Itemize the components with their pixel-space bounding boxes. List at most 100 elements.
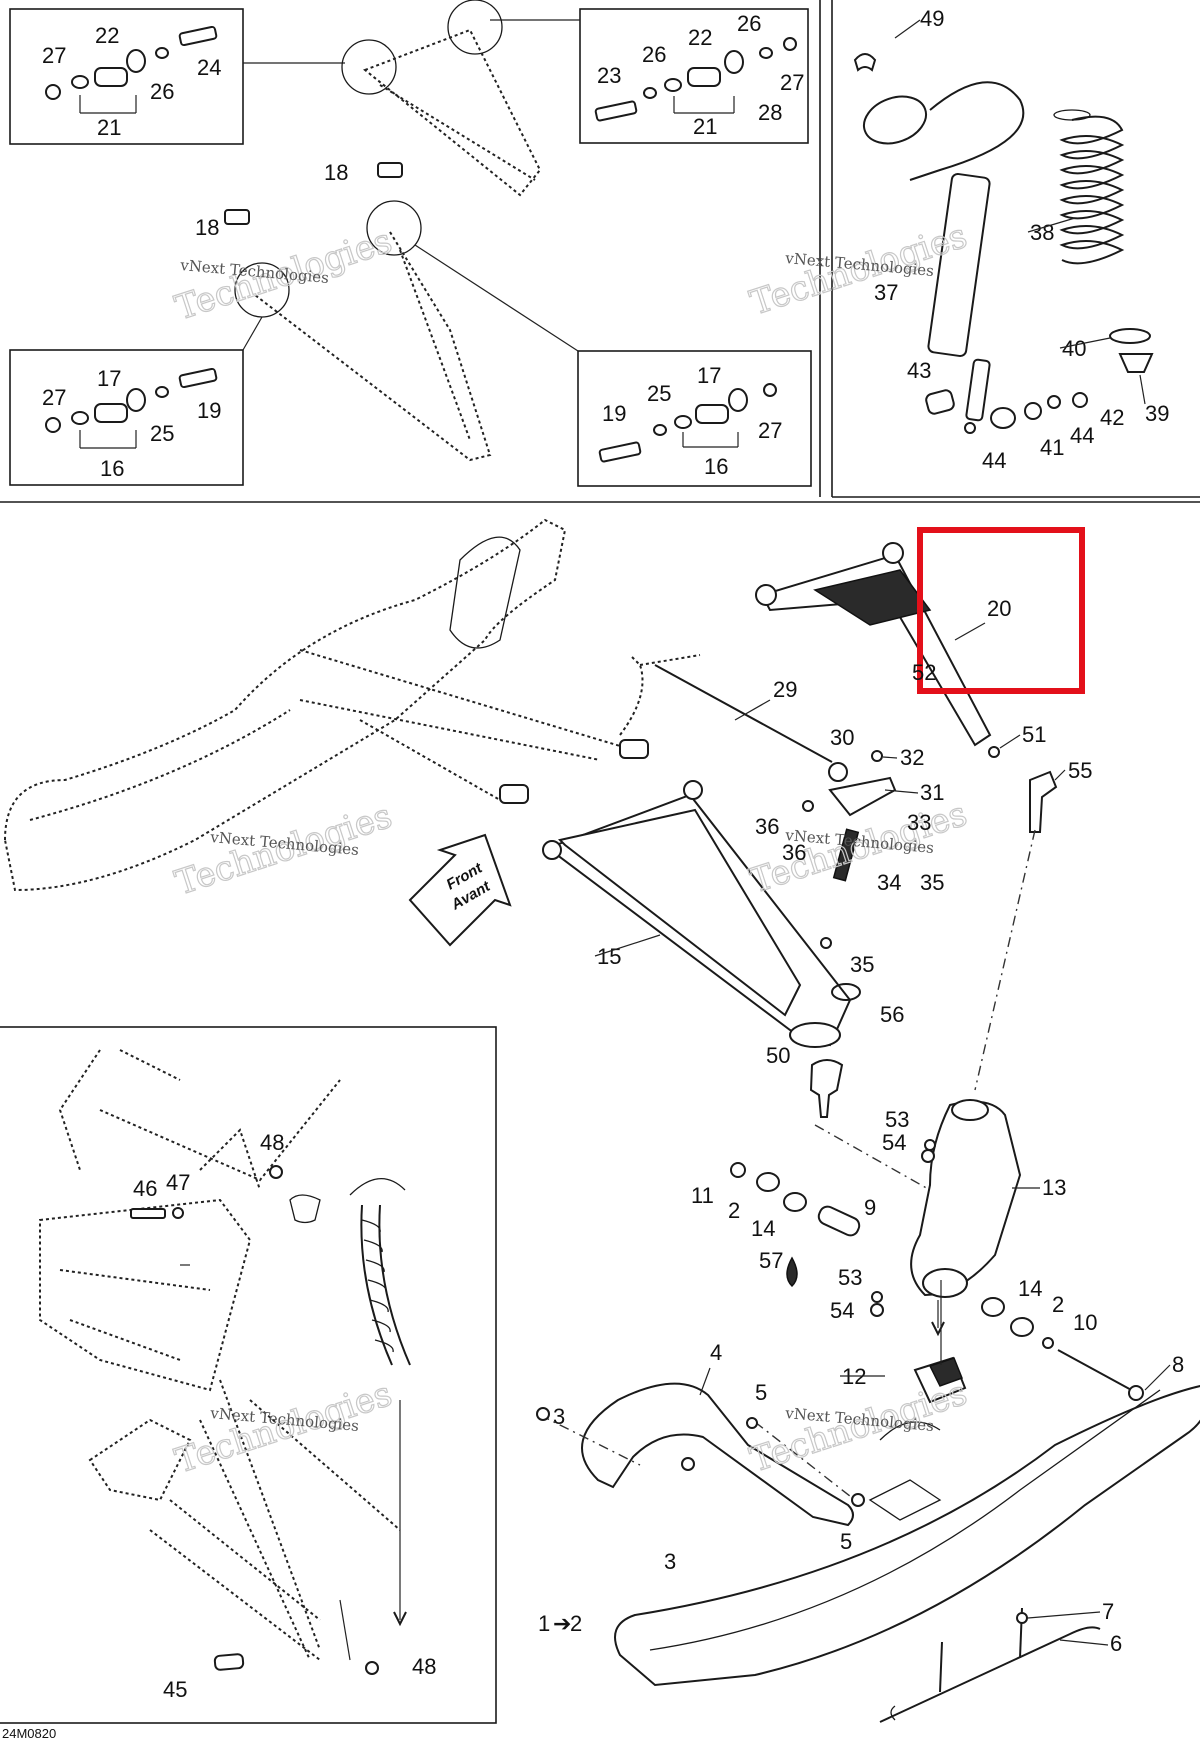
part-label-40: 40: [1062, 336, 1086, 361]
part-label-48: 48: [260, 1130, 284, 1155]
part-label-48b: 48: [412, 1654, 436, 1679]
detail-box-upper-right: [579, 8, 809, 144]
part-label-14b: 14: [1018, 1276, 1042, 1301]
part-label-52: 52: [912, 660, 936, 685]
part-label-39: 39: [1145, 401, 1169, 426]
part-label-21: 21: [97, 115, 121, 140]
part-label-3b: 3: [664, 1549, 676, 1574]
part-label-24: 24: [197, 55, 221, 80]
part-label-1: 1: [538, 1611, 550, 1636]
detail-box-upper-left: [9, 8, 244, 145]
part-label-25: 25: [150, 421, 174, 446]
shock-absorber-exploded: [853, 53, 1154, 434]
part-label-18b: 18: [195, 215, 219, 240]
part-label-53b: 53: [838, 1265, 862, 1290]
part-label-32: 32: [900, 745, 924, 770]
part-label-2b: 2: [1052, 1292, 1064, 1317]
part-label-16: 16: [100, 456, 124, 481]
part-label-28: 28: [758, 100, 782, 125]
part-label-4: 4: [710, 1340, 722, 1365]
spindle-hardware: [730, 1139, 1144, 1401]
part-label-26c: 26: [642, 42, 666, 67]
part-label-5: 5: [755, 1380, 767, 1405]
figure-code: 24M0820: [2, 1726, 56, 1741]
part-label-23: 23: [597, 63, 621, 88]
part-label-53: 53: [885, 1107, 909, 1132]
part-label-43: 43: [907, 358, 931, 383]
part-label-37: 37: [874, 280, 898, 305]
part-label-42: 42: [1100, 405, 1124, 430]
part-label-56: 56: [880, 1002, 904, 1027]
part-label-26b: 26: [737, 11, 761, 36]
part-label-18: 18: [324, 160, 348, 185]
part-label-22: 22: [95, 23, 119, 48]
part-label-19: 19: [197, 398, 221, 423]
part-label-45: 45: [163, 1677, 187, 1702]
part-label-15: 15: [597, 944, 621, 969]
sway-bar-parts: [654, 664, 897, 949]
detail-box-lower-right: [577, 350, 812, 487]
arrow-1-to-2: ➔: [553, 1611, 571, 1636]
part-label-34: 34: [877, 870, 901, 895]
part-label-26: 26: [150, 79, 174, 104]
part-label-51: 51: [1022, 722, 1046, 747]
part-label-19b: 19: [602, 401, 626, 426]
detail-box-lower-left: [9, 349, 244, 486]
part-label-16b: 16: [704, 454, 728, 479]
lower-left-detail-drawing: [39, 1049, 411, 1675]
part-label-44: 44: [1070, 423, 1094, 448]
part-label-38: 38: [1030, 220, 1054, 245]
upper-a-arm: [755, 542, 992, 747]
upper-a-arm-exploded: [224, 0, 580, 462]
spindle: [910, 1099, 1022, 1337]
part-label-22b: 22: [688, 25, 712, 50]
part-label-44b: 44: [982, 448, 1006, 473]
part-label-41: 41: [1040, 435, 1064, 460]
part-label-2: 2: [728, 1198, 740, 1223]
part-label-7: 7: [1102, 1599, 1114, 1624]
part-label-6: 6: [1110, 1631, 1122, 1656]
label-leaders: [594, 19, 1171, 1646]
part-label-36b: 36: [782, 840, 806, 865]
front-direction-arrow: Front Avant: [408, 833, 512, 947]
part-label-13: 13: [1042, 1175, 1066, 1200]
part-label-5b: 5: [840, 1529, 852, 1554]
part-label-47: 47: [166, 1170, 190, 1195]
part-label-50: 50: [766, 1043, 790, 1068]
part-label-17b: 17: [697, 363, 721, 388]
part-label-20: 20: [987, 596, 1011, 621]
part-label-27: 27: [42, 43, 66, 68]
part-labels: 27 22 24 26 21 26 22 26 23 27 28 21 18 1…: [42, 6, 1184, 1702]
part-label-3: 3: [553, 1404, 565, 1429]
part-label-33: 33: [907, 810, 931, 835]
part-label-30: 30: [830, 725, 854, 750]
part-label-54b: 54: [830, 1298, 854, 1323]
part-label-17: 17: [97, 366, 121, 391]
part-label-9: 9: [864, 1195, 876, 1220]
part-label-29: 29: [773, 677, 797, 702]
part-label-25b: 25: [647, 381, 671, 406]
part-label-2c: 2: [570, 1611, 582, 1636]
part-label-14: 14: [751, 1216, 775, 1241]
part-label-46: 46: [133, 1176, 157, 1201]
part-label-31: 31: [920, 780, 944, 805]
part-label-27d: 27: [758, 418, 782, 443]
part-label-11: 11: [691, 1183, 714, 1208]
part-label-49: 49: [920, 6, 944, 31]
part-label-21b: 21: [693, 114, 717, 139]
part-label-55: 55: [1068, 758, 1092, 783]
lower-a-arm: [542, 780, 861, 1048]
ball-joints: [809, 746, 1058, 1191]
part-label-8: 8: [1172, 1352, 1184, 1377]
part-label-35: 35: [920, 870, 944, 895]
ski-assembly: [536, 1280, 1200, 1723]
part-label-35b: 35: [850, 952, 874, 977]
part-label-54: 54: [882, 1130, 906, 1155]
part-label-57: 57: [759, 1248, 783, 1273]
part-label-27c: 27: [42, 385, 66, 410]
part-label-27b: 27: [780, 70, 804, 95]
part-label-36: 36: [755, 814, 779, 839]
highlight-box: [917, 527, 1085, 694]
